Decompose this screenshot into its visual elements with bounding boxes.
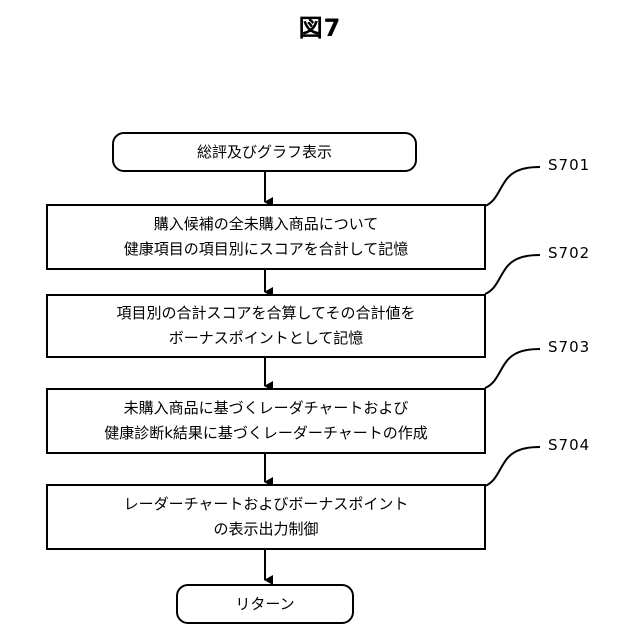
process-text-line: 項目別の合計スコアを合算してその合計値を (116, 301, 415, 326)
leader-s703 (485, 349, 540, 388)
leader-s702 (485, 255, 540, 294)
step-label-s701: S701 (548, 156, 590, 174)
process-box-s701: 購入候補の全未購入商品について 健康項目の項目別にスコアを合計して記憶 (46, 204, 486, 270)
process-box-s703: 未購入商品に基づくレーダチャートおよび 健康診断k結果に基づくレーダーチャートの… (46, 388, 486, 454)
leader-s701 (485, 167, 540, 206)
process-text-line: の表示出力制御 (213, 517, 318, 542)
process-box-s702: 項目別の合計スコアを合算してその合計値を ボーナスポイントとして記憶 (46, 294, 486, 358)
step-label-s703: S703 (548, 338, 590, 356)
start-label: 総評及びグラフ表示 (197, 140, 332, 165)
process-text-line: 購入候補の全未購入商品について (154, 212, 379, 237)
process-text-line: 未購入商品に基づくレーダチャートおよび (124, 396, 409, 421)
process-text-line: レーダーチャートおよびボーナスポイント (124, 492, 409, 517)
leader-s704 (485, 447, 540, 486)
process-box-s704: レーダーチャートおよびボーナスポイント の表示出力制御 (46, 484, 486, 550)
process-text-line: 健康項目の項目別にスコアを合計して記憶 (124, 237, 409, 262)
process-text-line: ボーナスポイントとして記憶 (169, 326, 364, 351)
step-label-s702: S702 (548, 244, 590, 262)
step-label-s704: S704 (548, 436, 590, 454)
process-text-line: 健康診断k結果に基づくレーダーチャートの作成 (104, 421, 428, 446)
end-label: リターン (235, 592, 294, 617)
end-terminal: リターン (176, 584, 354, 624)
start-terminal: 総評及びグラフ表示 (112, 132, 417, 172)
